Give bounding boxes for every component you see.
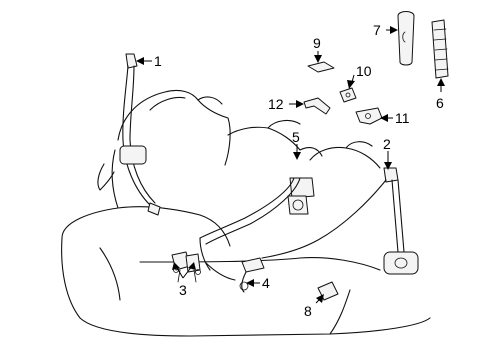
callout-11: 11 (395, 110, 410, 126)
part-5-center-retractor (199, 177, 315, 271)
part-11-anchor-plate (355, 107, 383, 125)
part-6-upper-adjuster (431, 19, 449, 79)
callout-8: 8 (304, 303, 312, 319)
part-7-pillar-cover (397, 11, 415, 66)
callout-12: 12 (268, 96, 284, 112)
part-2-right-outer-belt (261, 167, 419, 275)
leader-lines (136, 26, 445, 304)
callout-4: 4 (262, 275, 270, 291)
callout-10: 10 (356, 63, 372, 79)
part-12-bolt (303, 97, 331, 115)
callout-7: 7 (373, 22, 381, 38)
part-10-guide (339, 87, 357, 103)
callout-3: 3 (179, 282, 187, 298)
callout-6: 6 (436, 95, 444, 111)
rear-seat-outline (61, 89, 431, 337)
callout-9: 9 (313, 35, 321, 51)
callout-1: 1 (154, 53, 162, 69)
part-1-left-outer-belt (97, 53, 161, 216)
callout-2: 2 (383, 136, 391, 152)
callout-5: 5 (292, 129, 300, 145)
part-4-buckle-end (204, 257, 265, 293)
callout-labels: 1 2 3 4 5 6 7 8 9 10 11 12 (154, 22, 444, 319)
part-9-bezel (307, 61, 335, 73)
